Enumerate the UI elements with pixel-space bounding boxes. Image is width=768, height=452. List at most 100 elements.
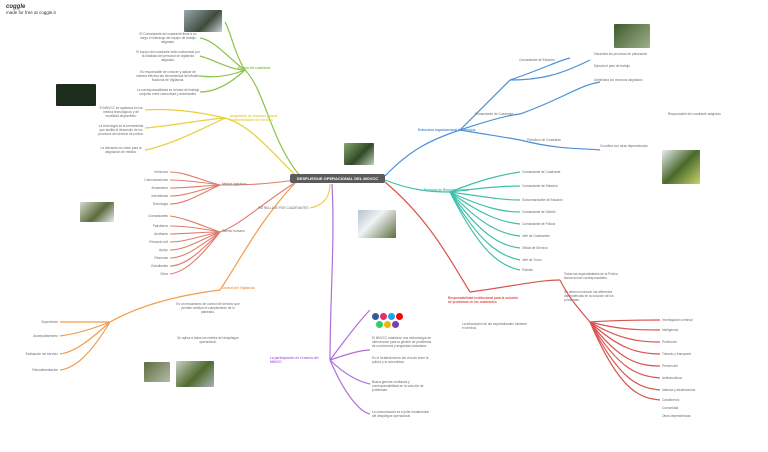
control-note: Se aplica a todos los niveles del despli…	[177, 336, 239, 344]
humano-item-2: Patrulleros	[152, 224, 168, 228]
facebook-icon	[372, 313, 379, 320]
resp-item-6: Antinarcóticos	[662, 376, 683, 380]
asignacion-item-1: El MNVCC se apalanca en los medios tecno…	[99, 106, 143, 118]
estructura-note-3: Administra los recursos asignados	[594, 78, 643, 82]
control-intro: Es un mecanismo de control del servicio …	[176, 302, 240, 314]
photo-officer-street	[614, 24, 650, 48]
asignacion-title[interactable]: Asignación de recursos para la implement…	[230, 114, 278, 122]
personal-title[interactable]: Personal de Responsabilidad	[424, 188, 469, 192]
coggle-tagline: made for free at coggle.it	[6, 10, 56, 15]
branch-lines-responsabilidad	[384, 181, 661, 401]
estructura-lower-2: Responsable del cuadrante asignado	[668, 112, 721, 116]
responsabilidad-title[interactable]: Responsabilidad institucional para la so…	[448, 296, 519, 304]
estructura-note-1: Garantiza los procesos de planeación	[594, 52, 648, 56]
estructura-note-2: Ejecuta el plan de trabajo	[594, 64, 630, 68]
resp-item-1: Investigación criminal	[662, 318, 693, 322]
branch-lines-asignacion	[144, 108, 299, 179]
personal-item-3: Subcomandante de Estación	[522, 198, 563, 202]
logistico-item-2: Comunicaciones	[144, 178, 168, 182]
resp-item-9: Comunidad	[662, 406, 679, 410]
humano-item-6: Reservas	[154, 256, 168, 260]
coggle-brand[interactable]: coggle made for free at coggle.it	[6, 4, 56, 15]
control-item-3: Evaluación del servicio	[25, 352, 58, 356]
personal-item-8: Jefe de Turno	[522, 258, 542, 262]
photo-police-team	[184, 10, 222, 32]
personal-item-5: Comandante de Policía	[522, 222, 556, 226]
comunidad-title[interactable]: La participación en el marco del MNVCC	[270, 356, 319, 364]
humano-item-3: Auxiliares	[154, 232, 168, 236]
personal-item-7: Oficial de Servicio	[522, 246, 548, 250]
control-title[interactable]: Control del Vigilancia	[222, 286, 255, 290]
estructura-title[interactable]: Estructura organizacional del servicio	[418, 128, 476, 132]
resp-item-4: Tránsito y transporte	[662, 352, 692, 356]
responsabilidad-note-2: Se deben involucrar las diferentes depen…	[564, 290, 614, 302]
branch-lines-personal	[384, 171, 521, 271]
branch-lines-equipo	[199, 21, 301, 177]
coggle-logo: coggle	[6, 4, 26, 10]
comunidad-item-2: Es el fortalecimiento del vínculo entre …	[372, 356, 429, 364]
branch-lines-medios	[169, 171, 297, 275]
responsabilidad-note-1: Todas las especialidades de la Policía N…	[564, 272, 618, 280]
humano-item-7: Estudiantes	[151, 264, 168, 268]
resp-item-2: Inteligencia	[662, 328, 679, 332]
resp-item-7: Infancia y adolescencia	[662, 388, 696, 392]
personal-item-2: Comandante de Estación	[522, 184, 558, 188]
central-node[interactable]: DESPLIEGUE OPERACIONAL DEL MOVCC	[290, 174, 385, 183]
equipo-title[interactable]: Equipo del cuadrante	[238, 66, 271, 70]
whatsapp-icon	[376, 321, 383, 328]
asignacion-item-3: La ubicación es clave para la asignación…	[100, 146, 142, 154]
poster-image	[56, 84, 96, 106]
photo-patrol	[80, 202, 114, 222]
medios-logisticos-title[interactable]: Medios logísticos	[222, 182, 247, 186]
estructura-item-2: Comandante de Cuadrante	[474, 112, 514, 116]
photo-officers	[144, 362, 170, 382]
resp-item-5: Prevención	[662, 364, 678, 368]
control-item-2: Acompañamiento	[33, 334, 58, 338]
photo-officer-traffic	[662, 150, 700, 184]
branch-lines-patrullaje	[309, 183, 331, 209]
branch-lines-control	[59, 181, 297, 371]
mail-icon	[384, 321, 391, 328]
comunidad-item-4: La comunicación es el pilar fundamental …	[372, 410, 429, 418]
equipo-item-3: Es responsable de conocer y aplicar de m…	[136, 70, 200, 82]
photo-vehicle	[358, 210, 396, 238]
personal-item-6: Jefe de Cuadrantes	[522, 234, 550, 238]
humano-item-8: Otros	[160, 272, 168, 276]
estructura-item-1: Comandante de Estación	[519, 58, 555, 62]
humano-item-5: Apoyo	[158, 248, 168, 252]
chat-icon	[392, 321, 399, 328]
comunidad-item-3: Busca generar confianza y corresponsabil…	[372, 380, 424, 392]
resp-item-3: Protección	[662, 340, 678, 344]
personal-item-1: Comandante de Cuadrante	[522, 170, 561, 174]
humano-item-1: Comandantes	[148, 214, 168, 218]
control-item-4: Retroalimentación	[32, 368, 58, 372]
estructura-item-3: Patrullero de Cuadrante	[527, 138, 561, 142]
logistico-item-5: Tecnología	[152, 202, 168, 206]
equipo-item-2: El equipo del cuadrante está conformado …	[136, 50, 200, 62]
logistico-item-3: Armamento	[151, 186, 168, 190]
photo-community	[176, 361, 214, 387]
equipo-item-4: La corresponsabilidad es la base del tra…	[136, 88, 200, 96]
patrullaje-title[interactable]: PATRULLAJE POR CUADRANTES	[258, 206, 309, 210]
instagram-icon	[380, 313, 387, 320]
responsabilidad-side-note: La articulación de las especialidades fo…	[462, 322, 528, 330]
talento-humano-title[interactable]: Talento humano	[222, 229, 245, 233]
resp-item-8: Carabineros	[662, 398, 680, 402]
personal-item-4: Comandante de Distrito	[522, 210, 556, 214]
control-item-1: Supervisión	[41, 320, 58, 324]
photo-center	[344, 143, 374, 165]
logistico-item-1: Vehículos	[154, 170, 168, 174]
branch-lines-comunidad	[329, 183, 371, 415]
asignacion-item-2: La tecnología es la herramienta que faci…	[98, 124, 144, 136]
comunidad-item-1: El MNVCC establece una metodología de in…	[372, 336, 432, 348]
youtube-icon	[396, 313, 403, 320]
logistico-item-4: Intendencia	[151, 194, 168, 198]
humano-item-4: Personal civil	[149, 240, 168, 244]
estructura-lower-1: Coordina con otras dependencias	[600, 144, 648, 148]
personal-item-9: Patrulla	[522, 268, 533, 272]
twitter-icon	[388, 313, 395, 320]
equipo-item-1: El Comandante del cuadrante tiene a su c…	[139, 32, 197, 44]
resp-item-10: Otras dependencias	[662, 414, 691, 418]
branch-lines-estructura	[384, 57, 601, 177]
